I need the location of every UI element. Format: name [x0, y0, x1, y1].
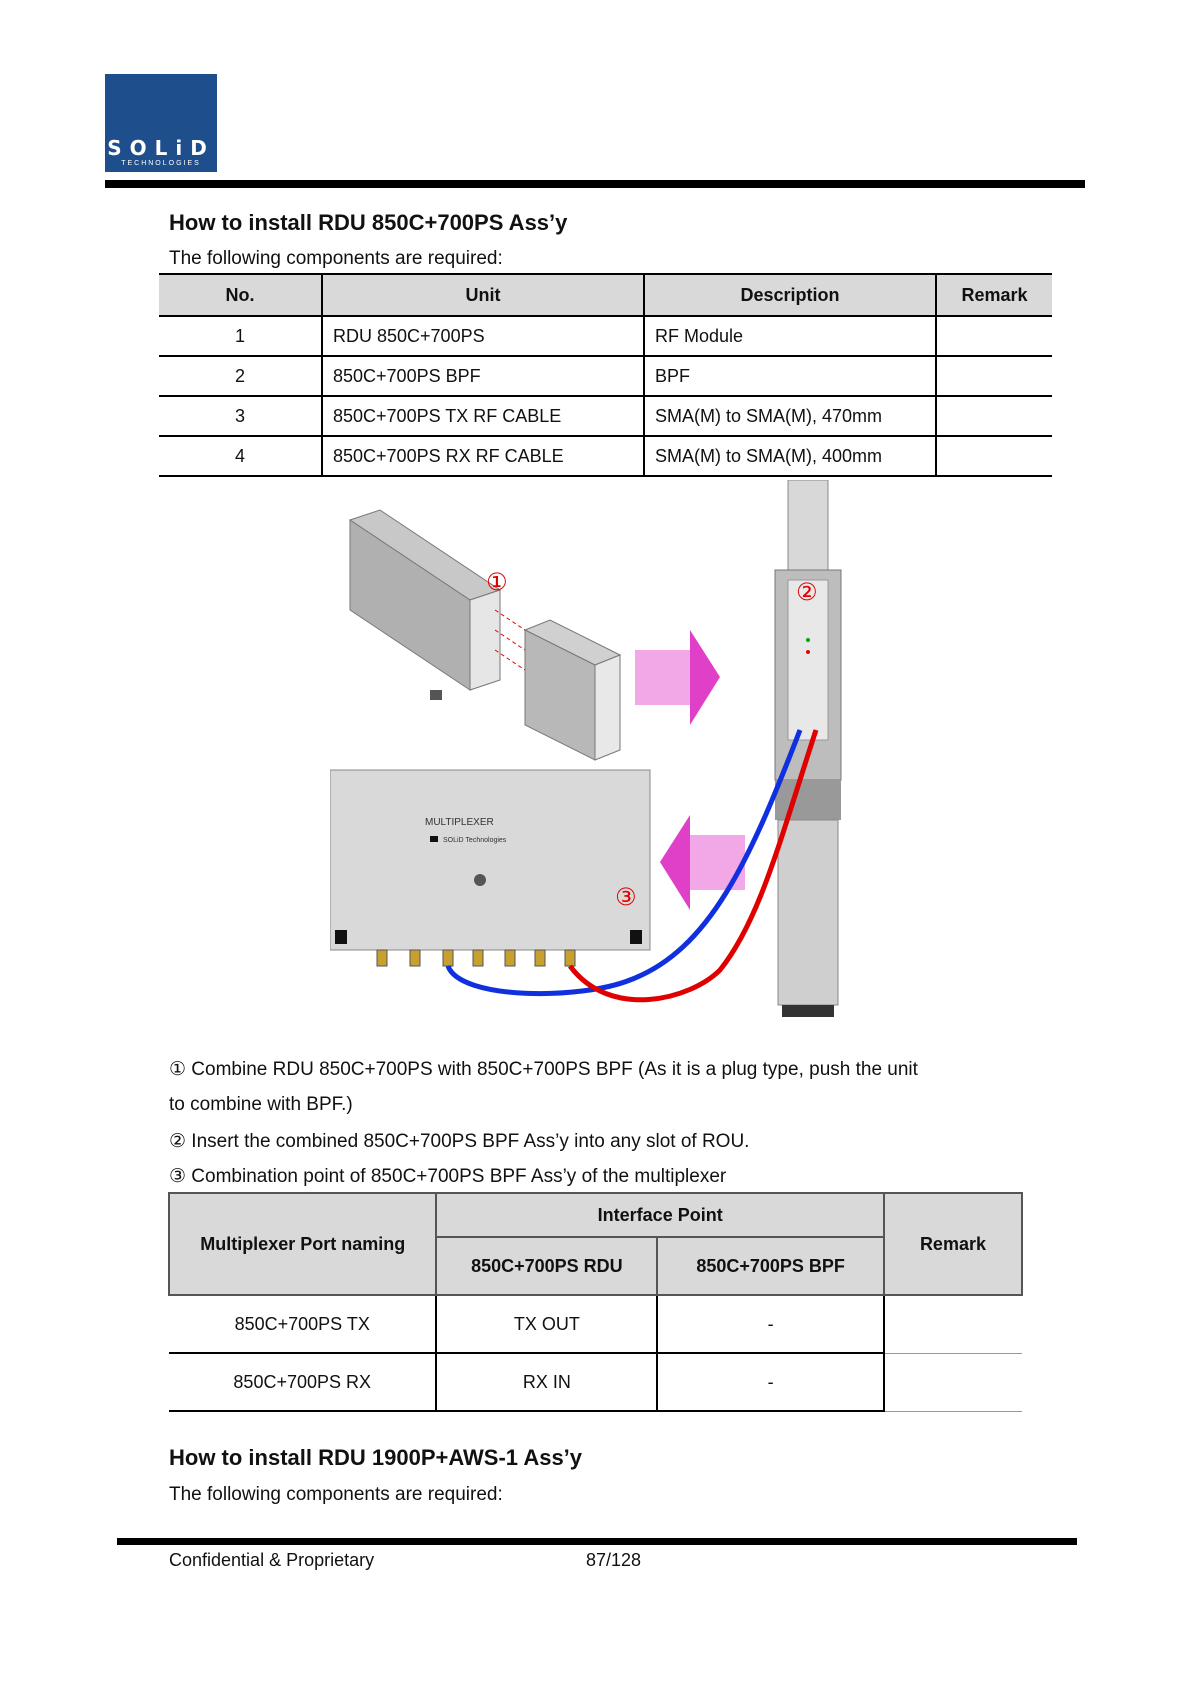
col-interface-point: Interface Point — [435, 1192, 885, 1238]
cell-bpf: - — [657, 1295, 885, 1354]
note-3: ③ Combination point of 850C+700PS BPF As… — [169, 1166, 727, 1187]
cell-remark — [936, 356, 1052, 397]
cell-no: 3 — [159, 396, 323, 437]
footer-confidential: Confidential & Proprietary — [169, 1550, 375, 1570]
col-port-naming: Multiplexer Port naming — [167, 1192, 438, 1296]
installation-figure: MULTIPLEXER SOLiD Technologies ① ② ③ — [330, 480, 842, 1017]
multiplexer-label: MULTIPLEXER — [425, 817, 494, 828]
table-row: 850C+700PS RX RX IN - — [169, 1353, 1022, 1412]
multiplexer-ports — [376, 949, 576, 967]
section2-intro: The following components are required: — [169, 1484, 503, 1505]
col-rdu: 850C+700PS RDU — [435, 1236, 659, 1296]
section2-title: How to install RDU 1900P+AWS-1 Ass’y — [169, 1445, 583, 1470]
cell-no: 1 — [159, 316, 323, 357]
rdu-module — [348, 509, 502, 700]
table-row: 3 850C+700PS TX RF CABLE SMA(M) to SMA(M… — [159, 396, 1052, 437]
cell-description: SMA(M) to SMA(M), 400mm — [644, 436, 937, 477]
cell-description: BPF — [644, 356, 937, 397]
note-1: ① Combine RDU 850C+700PS with 850C+700PS… — [169, 1059, 918, 1080]
arrow-left — [660, 815, 745, 910]
table-row: 1 RDU 850C+700PS RF Module — [159, 316, 1052, 357]
col-unit: Unit — [322, 273, 645, 317]
callout-2: ② — [796, 578, 818, 606]
cell-remark — [883, 1353, 1022, 1412]
section1-title: How to install RDU 850C+700PS Ass’y — [169, 210, 568, 235]
company-logo: SOLiD TECHNOLOGIES — [105, 74, 217, 172]
cell-unit: 850C+700PS TX RF CABLE — [322, 396, 645, 437]
multiplexer-brand: SOLiD Technologies — [443, 837, 507, 844]
components-table: No. Unit Description Remark 1 RDU 850C+7… — [159, 273, 1052, 477]
col-description: Description — [644, 273, 937, 317]
col-bpf: 850C+700PS BPF — [656, 1236, 885, 1296]
cell-remark — [936, 396, 1052, 437]
cell-unit: 850C+700PS BPF — [322, 356, 645, 397]
cell-remark — [883, 1295, 1022, 1354]
table-subheader-row: 850C+700PS RDU 850C+700PS BPF — [169, 1236, 1022, 1296]
rx-cable — [445, 729, 803, 997]
cell-unit: RDU 850C+700PS — [322, 316, 645, 357]
section1-intro: The following components are required: — [169, 248, 503, 269]
cell-no: 2 — [159, 356, 323, 397]
cell-description: SMA(M) to SMA(M), 470mm — [644, 396, 937, 437]
header-rule — [105, 180, 1085, 188]
cell-no: 4 — [159, 436, 323, 477]
logo-subtext: TECHNOLOGIES — [121, 160, 201, 167]
page-number: 87/128 — [586, 1550, 642, 1570]
cell-description: RF Module — [644, 316, 937, 357]
interface-table: Multiplexer Port naming Interface Point … — [167, 1192, 1024, 1412]
note-2: ② Insert the combined 850C+700PS BPF Ass… — [169, 1131, 750, 1152]
table-header-row: No. Unit Description Remark — [159, 273, 1052, 317]
table-row: 2 850C+700PS BPF BPF — [159, 356, 1052, 397]
note-1-cont: to combine with BPF.) — [169, 1094, 353, 1115]
cell-rdu: RX IN — [436, 1353, 659, 1412]
table-header-row: Multiplexer Port naming Interface Point … — [167, 1192, 1024, 1296]
callout-3: ③ — [615, 883, 637, 911]
table-row: 850C+700PS TX TX OUT - — [169, 1295, 1022, 1354]
cell-remark — [936, 316, 1052, 357]
cell-remark — [936, 436, 1052, 477]
col-no: No. — [159, 273, 323, 317]
cell-port: 850C+700PS TX — [169, 1295, 438, 1354]
table-row: 4 850C+700PS RX RF CABLE SMA(M) to SMA(M… — [159, 436, 1052, 477]
multiplexer: MULTIPLEXER SOLiD Technologies — [330, 769, 651, 967]
callout-1: ① — [486, 568, 508, 596]
arrow-right — [635, 630, 720, 725]
cell-unit: 850C+700PS RX RF CABLE — [322, 436, 645, 477]
cell-rdu: TX OUT — [436, 1295, 659, 1354]
col-remark: Remark — [936, 273, 1052, 317]
col-remark: Remark — [882, 1192, 1024, 1296]
rou-unit — [774, 480, 842, 1017]
cell-port: 850C+700PS RX — [169, 1353, 438, 1412]
tx-cable — [567, 729, 819, 1003]
logo-text: SOLiD — [107, 136, 215, 160]
cell-bpf: - — [657, 1353, 885, 1412]
bpf-module — [494, 609, 622, 761]
footer-rule — [117, 1538, 1077, 1545]
